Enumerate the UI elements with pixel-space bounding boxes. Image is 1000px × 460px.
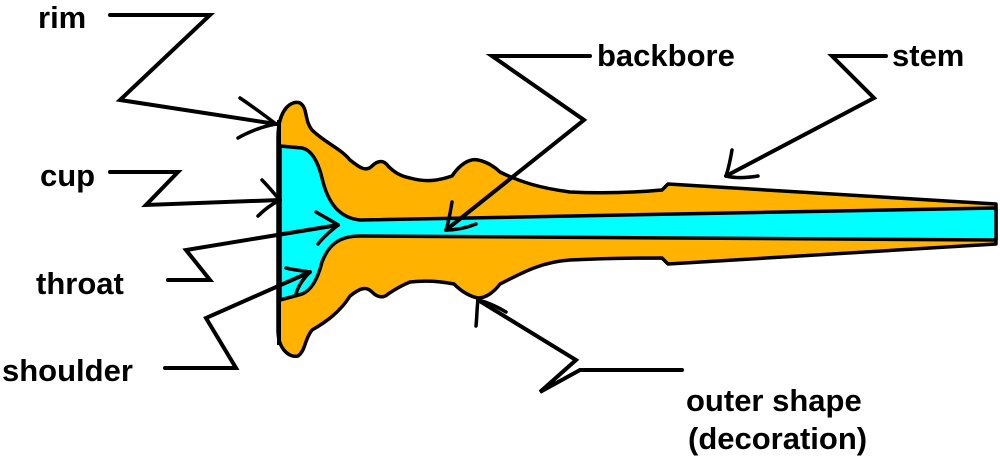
stem-arrowhead	[724, 148, 760, 180]
bore-channel	[278, 144, 998, 302]
throat-leader	[166, 223, 340, 282]
outer-shape-leader	[476, 298, 684, 394]
label-rim: rim	[38, 0, 86, 35]
stem-leader	[724, 54, 888, 178]
rim-leader	[108, 13, 278, 126]
label-cup: cup	[40, 158, 95, 193]
label-outer-shape: outer shape	[686, 383, 862, 418]
label-shoulder: shoulder	[2, 353, 133, 388]
backbore-arrowhead	[444, 200, 478, 232]
label-throat: throat	[36, 266, 124, 301]
label-outer-shape-decoration: (decoration)	[688, 421, 867, 456]
cup-leader	[108, 170, 282, 208]
shoulder-arrowhead	[284, 266, 312, 296]
label-stem: stem	[892, 38, 964, 73]
rim-arrowhead	[236, 96, 278, 140]
throat-arrowhead	[314, 210, 340, 246]
label-backbore: backbore	[597, 38, 735, 73]
shoulder-leader	[163, 270, 312, 370]
cup-arrowhead	[256, 178, 282, 218]
backbore-leader	[444, 54, 592, 232]
outer-shape-arrowhead	[474, 298, 508, 328]
